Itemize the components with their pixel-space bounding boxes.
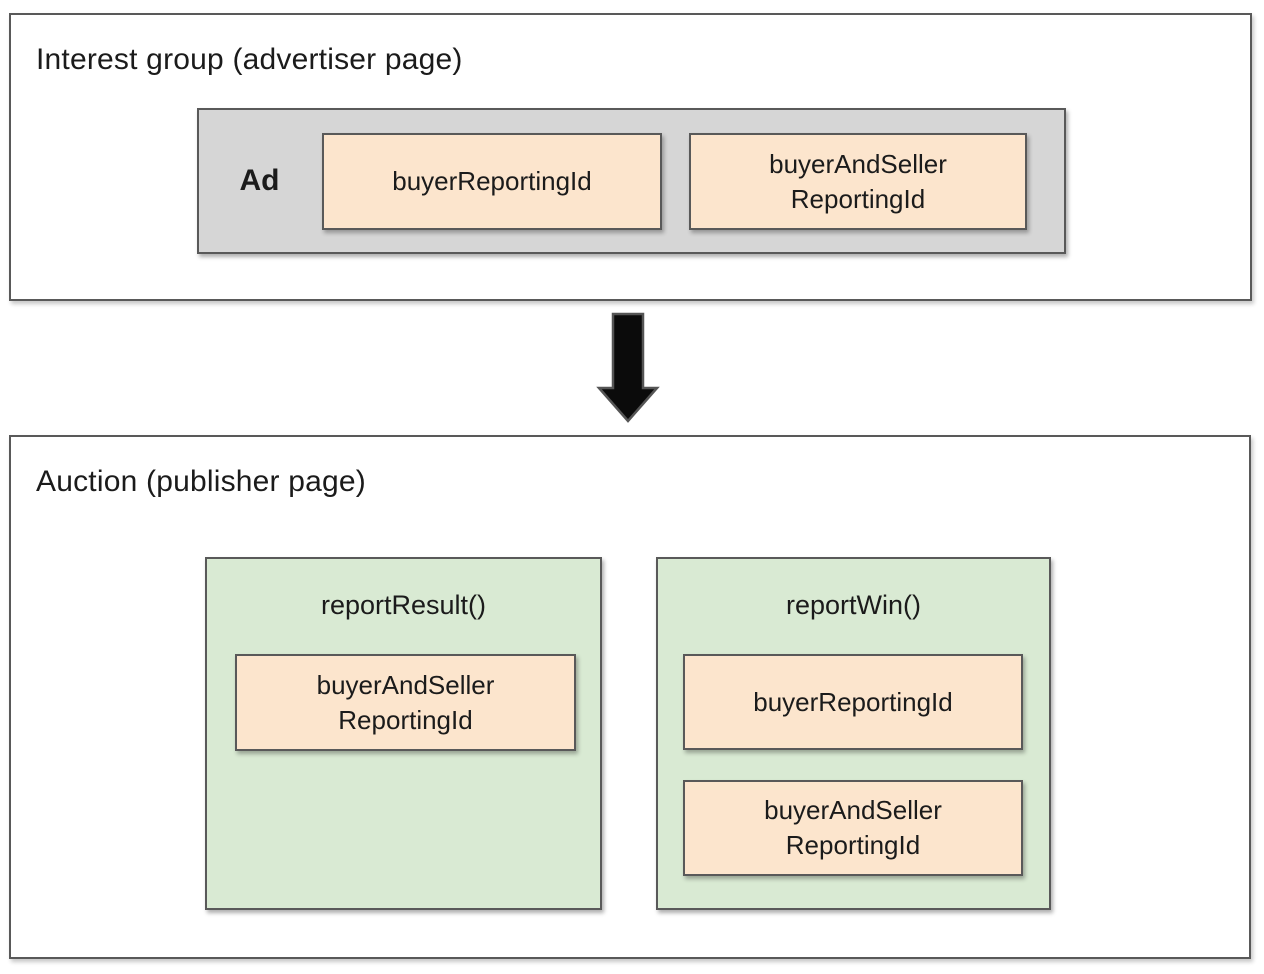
report-result-title: reportResult() [320, 590, 487, 620]
chip-buyer-reporting-id: buyerReportingId [683, 654, 1023, 750]
down-arrow-icon [596, 312, 660, 423]
chip-buyer-and-seller-reporting-id: buyerAndSeller ReportingId [689, 133, 1027, 230]
report-win-title: reportWin() [785, 590, 921, 620]
chip-buyer-reporting-id: buyerReportingId [322, 133, 662, 230]
ad-label: Ad [239, 164, 280, 197]
chip-buyer-and-seller-reporting-id: buyerAndSeller ReportingId [235, 654, 576, 751]
chip-buyer-and-seller-reporting-id: buyerAndSeller ReportingId [683, 780, 1023, 876]
interest-group-title: Interest group (advertiser page) [36, 43, 463, 76]
report-result-box: reportResult() buyerAndSeller ReportingI… [205, 557, 602, 910]
auction-panel: Auction (publisher page) reportResult() … [9, 435, 1251, 959]
auction-title: Auction (publisher page) [36, 465, 366, 498]
ad-container: Ad buyerReportingId buyerAndSeller Repor… [197, 108, 1066, 254]
interest-group-panel: Interest group (advertiser page) Ad buye… [9, 13, 1252, 301]
report-win-box: reportWin() buyerReportingId buyerAndSel… [656, 557, 1051, 910]
